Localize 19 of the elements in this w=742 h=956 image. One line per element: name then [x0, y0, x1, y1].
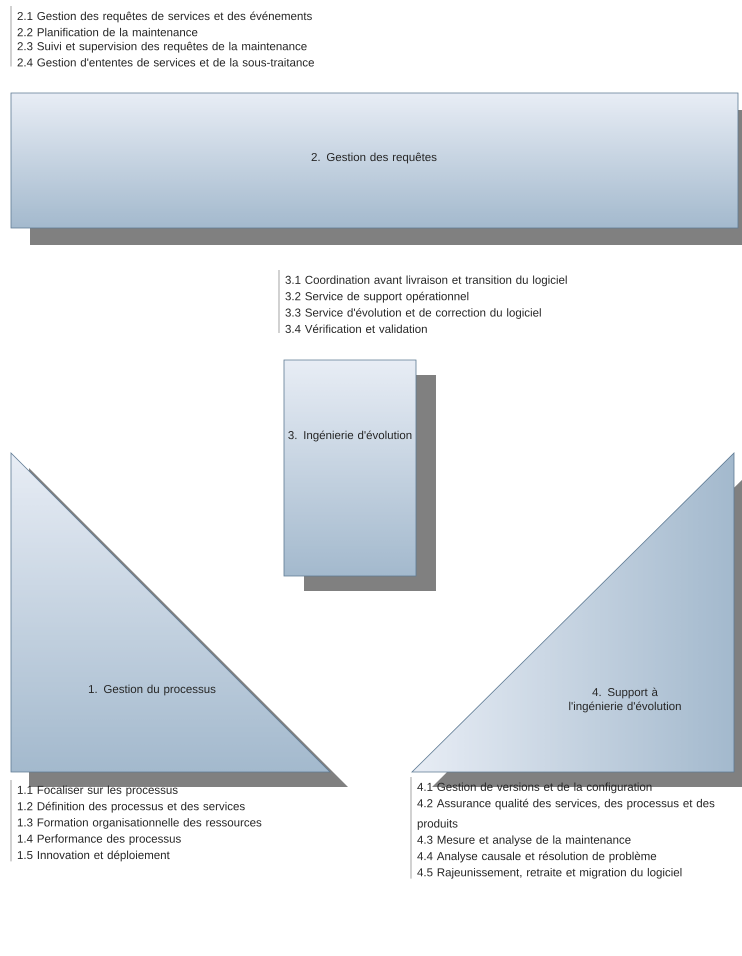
list-item: 2.4 Gestion d'ententes de services et de la sous-traitance	[18, 58, 314, 66]
list-item: 3.2 Service de support opérationnel	[285, 292, 468, 303]
list-item: 1.4 Performance des processus	[18, 834, 181, 846]
process-box: 2. Gestion des requêtes	[10, 92, 742, 245]
list-item: 2.2 Planification de la maintenance	[18, 28, 198, 36]
list-item: 4.4 Analyse causale et résolution de problème	[417, 852, 656, 862]
list-item: 1.2 Définition des processus et des services	[18, 802, 245, 813]
list-item: 4.3 Mesure et analyse de la maintenance	[417, 835, 631, 846]
list-item: 2.1 Gestion des requêtes de services et des événements	[18, 12, 312, 22]
list-item: 4.5 Rajeunissement, retraite et migration du logiciel	[417, 868, 682, 879]
list-item: 4.2 Assurance qualité des services, des processus et des produits	[417, 798, 714, 830]
list-item: 1.1 Focaliser sur les processus	[18, 786, 178, 796]
list-item: 3.3 Service d'évolution et de correction du logiciel	[285, 308, 541, 319]
list-item: 1.3 Formation organisationnelle des ressources	[18, 818, 262, 829]
list-item: 3.1 Coordination avant livraison et transition du logiciel	[285, 276, 567, 286]
list-item: 2.3 Suivi et supervision des requêtes de la maintenance	[18, 42, 307, 53]
list-item: 3.4 Vérification et validation	[285, 324, 427, 334]
process-box: 3. Ingénierie d'évolution	[284, 360, 436, 591]
list-item: 1.5 Innovation et déploiement	[18, 850, 170, 862]
